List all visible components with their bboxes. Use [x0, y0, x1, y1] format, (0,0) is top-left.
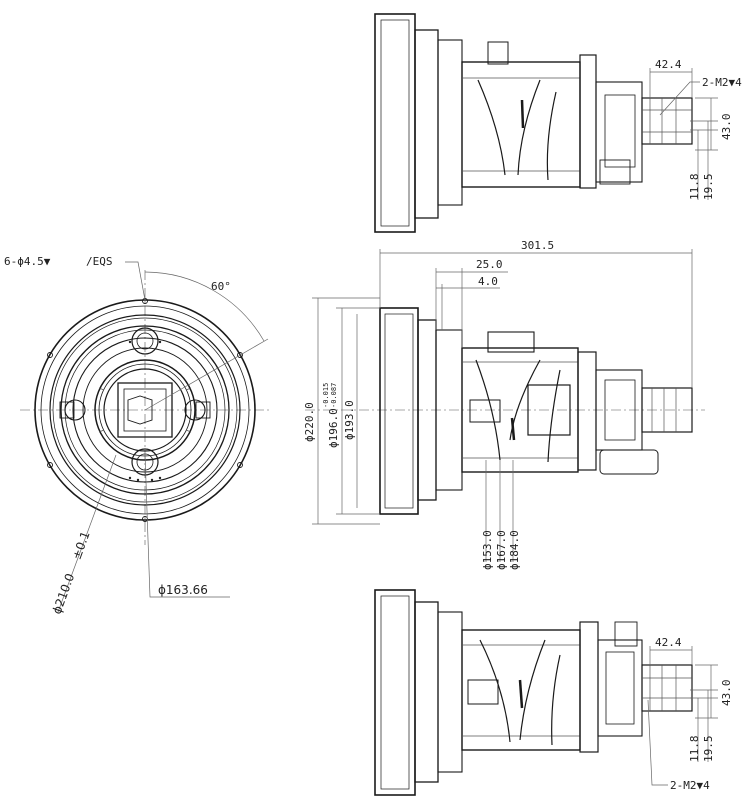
- top-off1-label: 11.8: [688, 174, 701, 201]
- top-off2-label: 19.5: [702, 174, 715, 201]
- top-width-label: 42.4: [655, 58, 682, 71]
- mid-d196-label: ϕ196.0: [327, 408, 340, 448]
- bot-off2-label: 19.5: [702, 736, 715, 763]
- mid-d153-label: ϕ153.0: [481, 530, 494, 570]
- mid-overall-label: 301.5: [521, 239, 554, 252]
- mid-d196-tol-lo: -0.087: [330, 383, 338, 408]
- mid-d184-label: ϕ184.0: [508, 530, 521, 570]
- top-side-view: [374, 13, 718, 233]
- bot-height-label: 43.0: [720, 680, 733, 707]
- front-angle-label: 60°: [211, 280, 231, 293]
- mid-d193-label: ϕ193.0: [343, 400, 356, 440]
- bot-width-label: 42.4: [655, 636, 682, 649]
- mid-4-label: 4.0: [478, 275, 498, 288]
- mid-25-label: 25.0: [476, 258, 503, 271]
- bottom-side-view: [374, 589, 718, 796]
- mid-d196-tol-up: -0.015: [322, 383, 330, 408]
- top-thread-label: 2-M2▼4: [702, 76, 742, 89]
- front-d210-label: ϕ210.0: [50, 572, 78, 617]
- front-holes-label: 6-ϕ4.5▼: [4, 255, 51, 268]
- bot-off1-label: 11.8: [688, 736, 701, 763]
- front-eqs-label: /EQS: [86, 255, 113, 268]
- front-d163-label: ϕ163.66: [158, 583, 208, 597]
- front-view: [20, 261, 270, 613]
- middle-side-view: [305, 249, 705, 562]
- front-d210-tol: ±0.1: [70, 529, 93, 561]
- mid-d220-label: ϕ220.0: [303, 402, 316, 442]
- bot-thread-label: 2-M2▼4: [670, 779, 710, 792]
- mid-d167-label: ϕ167.0: [495, 530, 508, 570]
- top-height-label: 43.0: [720, 114, 733, 141]
